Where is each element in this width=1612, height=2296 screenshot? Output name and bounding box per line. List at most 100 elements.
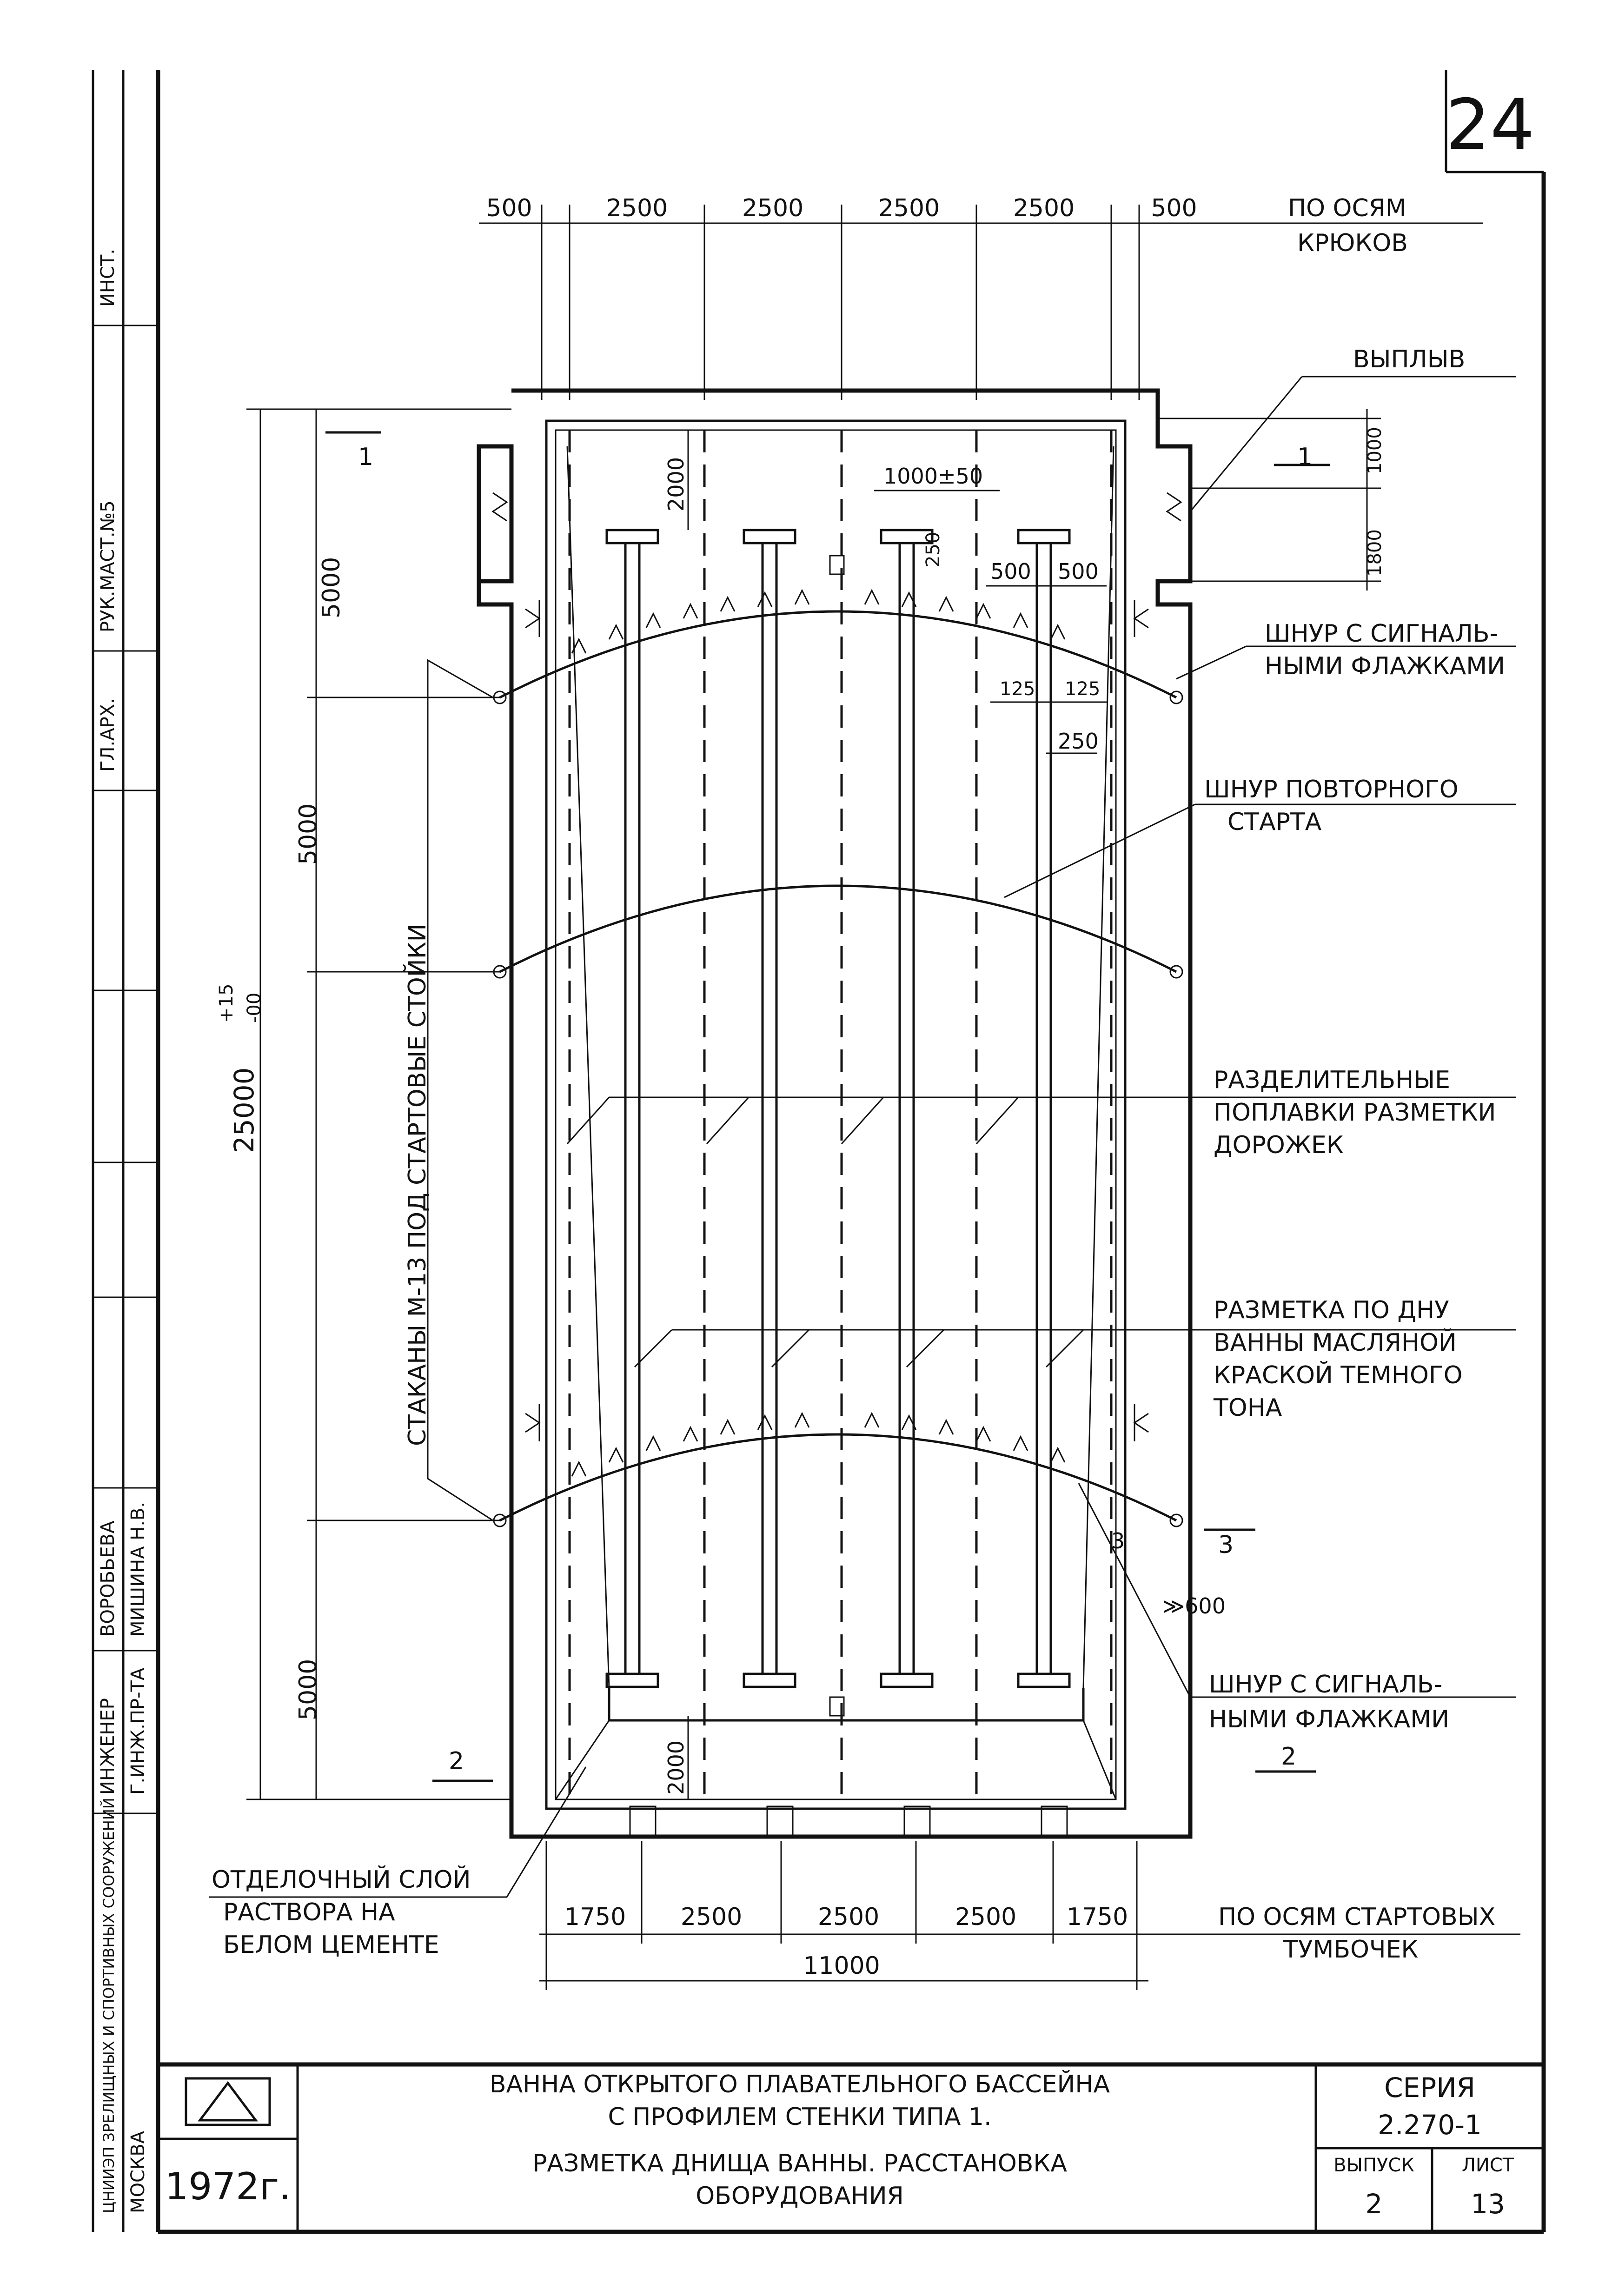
top-dim-6: 500 — [1151, 194, 1197, 222]
restart-label-1: ШНУР ПОВТОРНОГО — [1204, 776, 1459, 803]
finish-layer-2: РАСТВОРА НА — [223, 1898, 395, 1926]
lane-marking-4 — [1017, 529, 1071, 1688]
bottom-dim-5: 1750 — [1067, 1903, 1128, 1931]
bottom-dim-4: 2500 — [955, 1903, 1016, 1931]
sheet-value: 13 — [1471, 2188, 1505, 2220]
issue-value: 2 — [1366, 2188, 1383, 2220]
shnur-flag-bottom-1: ШНУР С СИГНАЛЬ- — [1209, 1671, 1442, 1699]
stamp-city: МОСКВА — [127, 2130, 149, 2213]
bottom-dim-note-1: ПО ОСЯМ СТАРТОВЫХ — [1218, 1903, 1495, 1931]
signal-flag-rope-bottom — [499, 1433, 1177, 1522]
overall-length: 25000 — [228, 1067, 260, 1153]
year: 1972г. — [165, 2165, 291, 2208]
top-dim-3: 2500 — [742, 194, 803, 222]
overall-tol-minus: -00 — [244, 993, 265, 1023]
dim-500b: 500 — [1058, 559, 1099, 584]
title-line-2: С ПРОФИЛЕМ СТЕНКИ ТИПА 1. — [608, 2103, 991, 2131]
dim-125a: 125 — [1000, 678, 1035, 700]
top-dim-4: 2500 — [878, 194, 940, 222]
restart-label-2: СТАРТА — [1227, 808, 1322, 836]
razmetka-label-4: ТОНА — [1213, 1394, 1282, 1422]
dim-500a: 500 — [990, 559, 1031, 584]
left-dimension-chain: 5000 5000 5000 25000 +15 -00 1 2 — [216, 408, 511, 1800]
finish-layer-3: БЕЛОМ ЦЕМЕНТЕ — [223, 1931, 439, 1959]
subtitle-line-2: ОБОРУДОВАНИЯ — [696, 2182, 904, 2210]
shnur-flag-top-2: НЫМИ ФЛАЖКАМИ — [1265, 652, 1505, 680]
bottom-dim-note-2: ТУМБОЧЕК — [1283, 1936, 1418, 1964]
org-logo — [185, 2077, 271, 2126]
overall-tol-plus: +15 — [216, 984, 237, 1023]
side-stamp: МИШИНА Н.В. Г.ИНЖ.ПР-ТА ИНЖЕНЕР ВОРОБЬЕВ… — [92, 70, 158, 2232]
sheet-label: ЛИСТ — [1462, 2155, 1514, 2176]
dim-1000: 1000±50 — [883, 464, 983, 489]
section-2-right: 2 — [1281, 1743, 1296, 1771]
vyplyv-label: ВЫПЛЫВ — [1353, 345, 1465, 373]
series-value: 2.270-1 — [1378, 2109, 1482, 2141]
dim-600: ≫600 — [1162, 1593, 1226, 1619]
sheet-frame: 24 — [156, 70, 1546, 2234]
subtitle-line-1: РАЗМЕТКА ДНИЩА ВАННЫ. РАССТАНОВКА — [532, 2150, 1067, 2177]
top-dimension-chain: 500 2500 2500 2500 2500 500 ПО ОСЯМ КРЮК… — [479, 194, 1483, 400]
dim-125b: 125 — [1065, 678, 1100, 700]
lane-lines — [566, 430, 1114, 1799]
title-block: 1972г. ВАННА ОТКРЫТОГО ПЛАВАТЕЛЬНОГО БАС… — [158, 2062, 1544, 2232]
dim-top-2000: 2000 — [663, 457, 689, 511]
title-line-1: ВАННА ОТКРЫТОГО ПЛАВАТЕЛЬНОГО БАССЕЙНА — [490, 2070, 1110, 2098]
bottom-dim-1: 1750 — [564, 1903, 626, 1931]
razmetka-label-2: ВАННЫ МАСЛЯНОЙ — [1214, 1328, 1457, 1357]
stamp-role-2: ИНЖЕНЕР — [97, 1698, 119, 1795]
section-1-left: 1 — [358, 443, 373, 471]
top-dim-2: 2500 — [606, 194, 668, 222]
bottom-dim-3: 2500 — [818, 1903, 879, 1931]
shnur-flag-bottom-2: НЫМИ ФЛАЖКАМИ — [1209, 1705, 1449, 1733]
bottom-dim-total: 11000 — [803, 1952, 880, 1980]
stamp-cell-3: ИНСТ. — [97, 249, 119, 307]
stakany-label: СТАКАНЫ М-13 ПОД СТАРТОВЫЕ СТОЙКИ — [403, 923, 431, 1446]
top-dim-1: 500 — [486, 194, 532, 222]
shnur-flag-top-1: ШНУР С СИГНАЛЬ- — [1265, 620, 1498, 648]
top-dim-5: 2500 — [1013, 194, 1075, 222]
lane-marking-2 — [743, 529, 796, 1688]
lane-markings — [605, 529, 1071, 1717]
top-dim-note-2: КРЮКОВ — [1297, 229, 1408, 257]
stamp-cell-2: ГЛ.АРХ. — [97, 698, 119, 772]
dim-250a: 250 — [922, 532, 944, 567]
finish-layer-callout: ОТДЕЛОЧНЫЙ СЛОЙ РАСТВОРА НА БЕЛОМ ЦЕМЕНТ… — [209, 1766, 587, 1959]
bottom-dim-2: 2500 — [681, 1903, 742, 1931]
stamp-name-2: ВОРОБЬЕВА — [97, 1520, 119, 1637]
section-1-right: 1 — [1297, 443, 1313, 471]
razdel-label-1: РАЗДЕЛИТЕЛЬНЫЕ — [1214, 1066, 1450, 1094]
bottom-dimension-chain: 1750 2500 2500 2500 1750 11000 ПО ОСЯМ С… — [539, 1841, 1520, 1990]
razdel-label-3: ДОРОЖЕК — [1214, 1131, 1344, 1159]
sheet-number: 24 — [1446, 85, 1535, 166]
dim-bottom-2000: 2000 — [663, 1740, 689, 1795]
series-label: СЕРИЯ — [1384, 2072, 1475, 2104]
lane-marking-3 — [880, 529, 934, 1688]
razmetka-label-1: РАЗМЕТКА ПО ДНУ — [1214, 1296, 1449, 1324]
top-dim-note-1: ПО ОСЯМ — [1288, 194, 1406, 222]
restart-rope — [499, 884, 1177, 973]
signal-flag-rope-top — [499, 610, 1177, 699]
stamp-cell-1: РУК.МАСТ.№5 — [97, 500, 119, 632]
razmetka-label-3: КРАСКОЙ ТЕМНОГО — [1214, 1361, 1463, 1389]
dim-right-1800: 1800 — [1364, 529, 1386, 577]
issue-label: ВЫПУСК — [1333, 2155, 1414, 2176]
finish-layer-1: ОТДЕЛОЧНЫЙ СЛОЙ — [212, 1865, 471, 1894]
razdel-label-2: ПОПЛАВКИ РАЗМЕТКИ — [1214, 1099, 1496, 1127]
pool-outline — [477, 388, 1193, 1839]
stamp-role-1: Г.ИНЖ.ПР-ТА — [127, 1667, 149, 1795]
stakany-callout: СТАКАНЫ М-13 ПОД СТАРТОВЫЕ СТОЙКИ — [403, 659, 493, 1521]
left-dim-3: 5000 — [294, 1659, 322, 1720]
section-2-left: 2 — [449, 1747, 464, 1775]
stamp-org: ЦНИИЭП ЗРЕЛИЩНЫХ И СПОРТИВНЫХ СООРУЖЕНИЙ — [100, 1798, 118, 2213]
stamp-name-1: МИШИНА Н.В. — [127, 1502, 149, 1637]
left-dim-2: 5000 — [294, 803, 322, 865]
callouts-right: ВЫПЛЫВ ШНУР С СИГНАЛЬ- НЫМИ ФЛАЖКАМИ ШНУ… — [566, 345, 1516, 1733]
lane-marking-1 — [605, 529, 659, 1688]
dim-right-1000: 1000 — [1364, 427, 1386, 474]
left-dim-1: 5000 — [318, 557, 345, 618]
dim-250b: 250 — [1058, 729, 1099, 754]
section-3-right: 3 — [1218, 1531, 1234, 1559]
